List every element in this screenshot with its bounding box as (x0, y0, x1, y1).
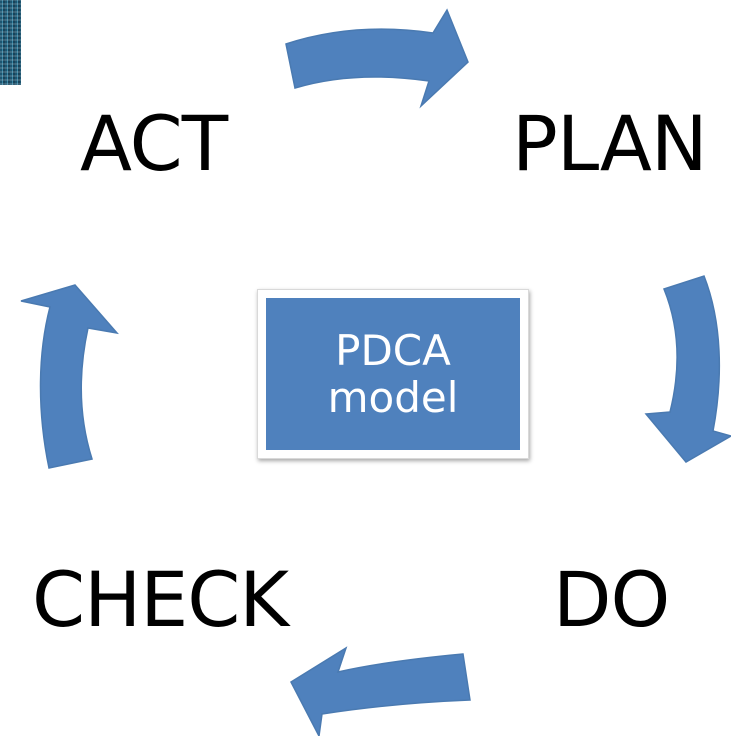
stage-label-do: DO (553, 555, 670, 644)
arrow-check-to-act (20, 284, 119, 469)
center-title-line2: model (327, 373, 459, 422)
center-model-box: PDCA model (257, 289, 529, 459)
corner-thumbnail-image (0, 0, 21, 85)
center-title-line1: PDCA (335, 325, 451, 375)
stage-label-act: ACT (80, 99, 228, 188)
arrow-act-to-plan (285, 8, 469, 109)
arrow-plan-to-do (644, 275, 731, 463)
stage-label-plan: PLAN (512, 99, 708, 188)
stage-label-check: CHECK (32, 555, 289, 644)
center-model-fill: PDCA model (266, 298, 520, 450)
arrow-do-to-check (290, 646, 471, 736)
